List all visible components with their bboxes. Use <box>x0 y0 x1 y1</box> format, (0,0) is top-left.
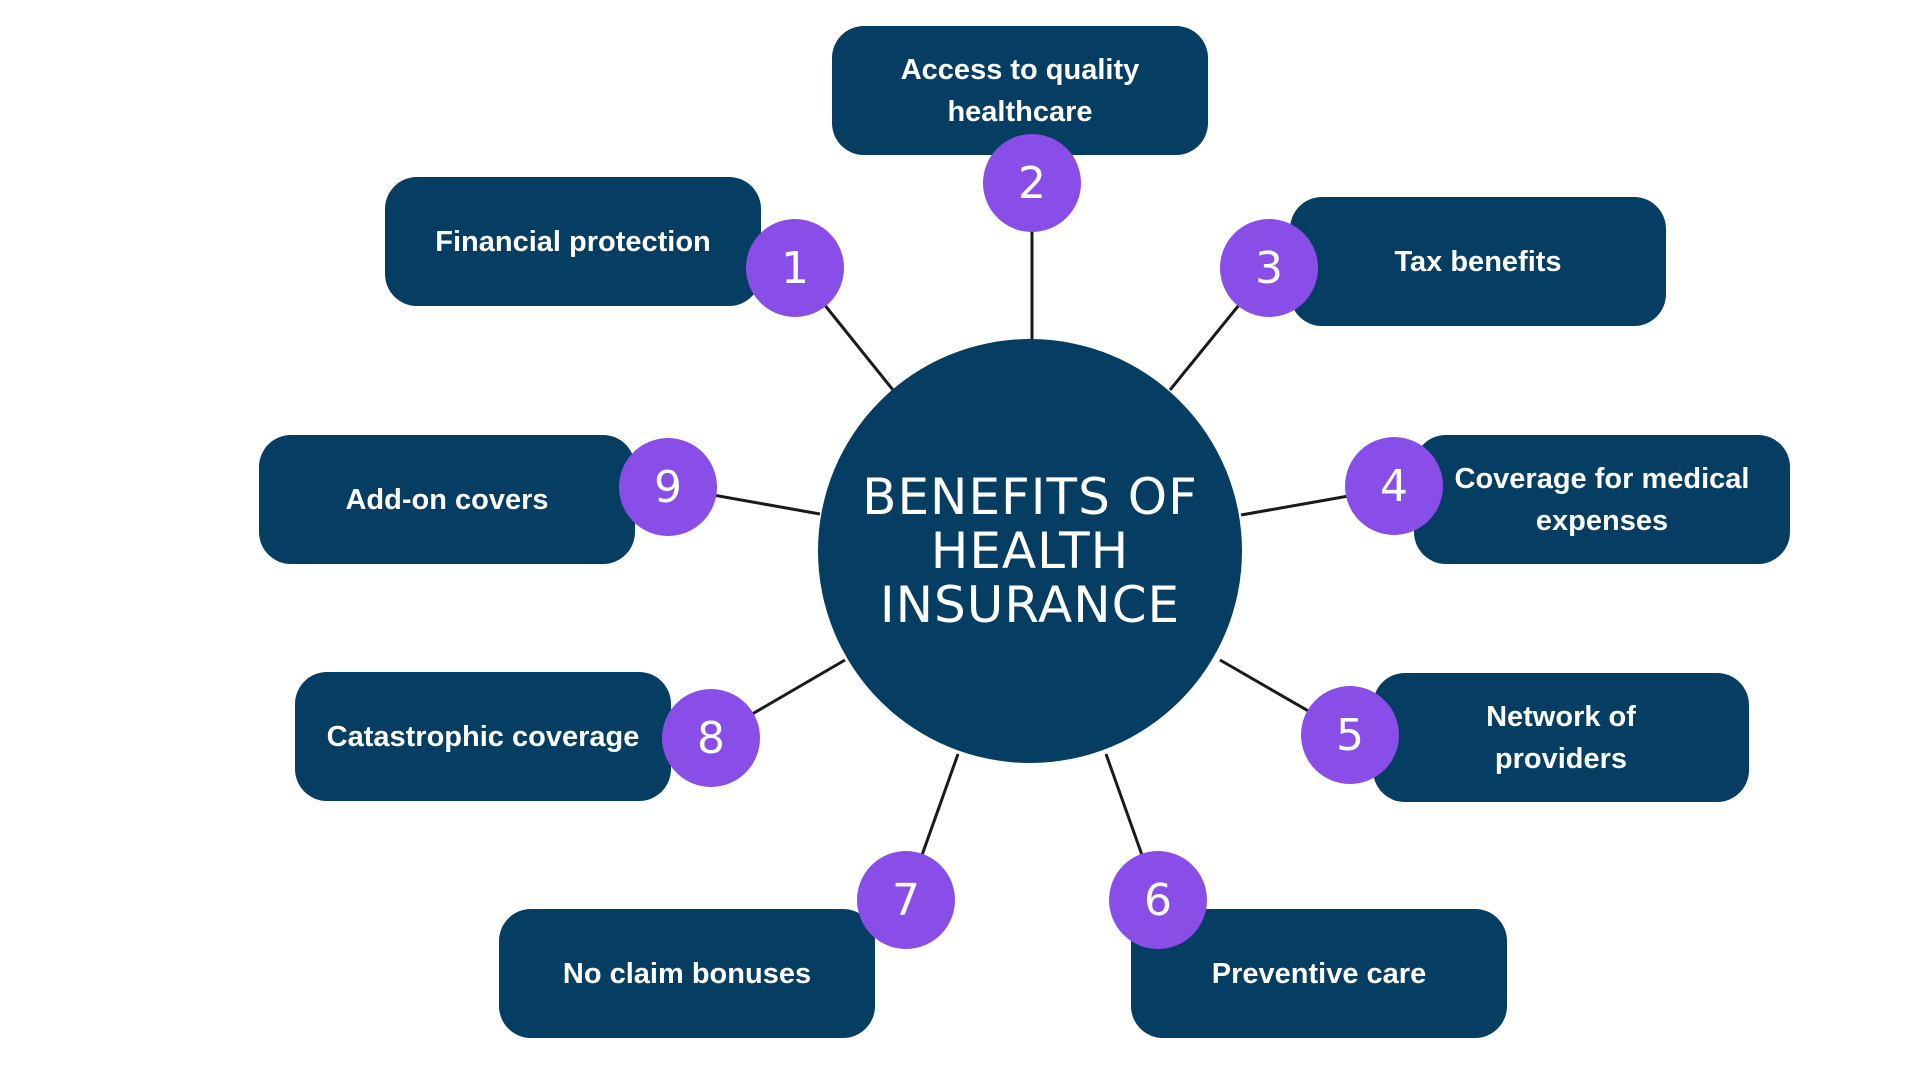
badge-number-6: 6 <box>1144 874 1172 926</box>
center-hub: BENEFITS OF HEALTH INSURANCE <box>818 339 1242 763</box>
number-badge-4: 4 <box>1345 437 1443 535</box>
badge-number-3: 3 <box>1255 242 1283 294</box>
number-badge-8: 8 <box>662 689 760 787</box>
badge-number-9: 9 <box>654 461 682 513</box>
benefit-label-9: Add-on covers <box>345 483 549 516</box>
number-badge-2: 2 <box>983 134 1081 232</box>
benefit-card-9: Add-on covers <box>259 435 635 564</box>
badge-number-8: 8 <box>697 712 725 764</box>
benefit-label-7: No claim bonuses <box>562 957 812 990</box>
badge-number-2: 2 <box>1018 157 1046 209</box>
benefit-card-4: Coverage for medical expenses <box>1414 435 1790 564</box>
benefit-card-3: Tax benefits <box>1290 197 1666 326</box>
benefit-card-7: No claim bonuses <box>499 909 875 1038</box>
number-badge-1: 1 <box>746 219 844 317</box>
benefit-label-6: Preventive care <box>1211 957 1427 990</box>
badge-number-1: 1 <box>781 242 809 294</box>
center-title: BENEFITS OF HEALTH INSURANCE <box>862 468 1198 634</box>
number-badge-5: 5 <box>1301 686 1399 784</box>
benefit-label-8: Catastrophic coverage <box>326 720 640 753</box>
number-badge-6: 6 <box>1109 851 1207 949</box>
benefit-label-4: Coverage for medical expenses <box>1454 462 1750 537</box>
badge-number-5: 5 <box>1336 709 1364 761</box>
benefit-card-8: Catastrophic coverage <box>295 672 671 801</box>
number-badge-7: 7 <box>857 851 955 949</box>
badge-number-7: 7 <box>892 874 920 926</box>
benefit-card-1: Financial protection <box>385 177 761 306</box>
benefit-label-2: Access to quality healthcare <box>900 53 1140 128</box>
benefit-card-2: Access to quality healthcare <box>832 26 1208 155</box>
benefit-label-1: Financial protection <box>435 225 711 258</box>
number-badge-9: 9 <box>619 438 717 536</box>
number-badge-3: 3 <box>1220 219 1318 317</box>
benefit-label-3: Tax benefits <box>1394 245 1562 278</box>
benefit-card-5: Network of providers <box>1373 673 1749 802</box>
benefit-label-5: Network of providers <box>1486 700 1636 775</box>
badge-number-4: 4 <box>1380 460 1408 512</box>
